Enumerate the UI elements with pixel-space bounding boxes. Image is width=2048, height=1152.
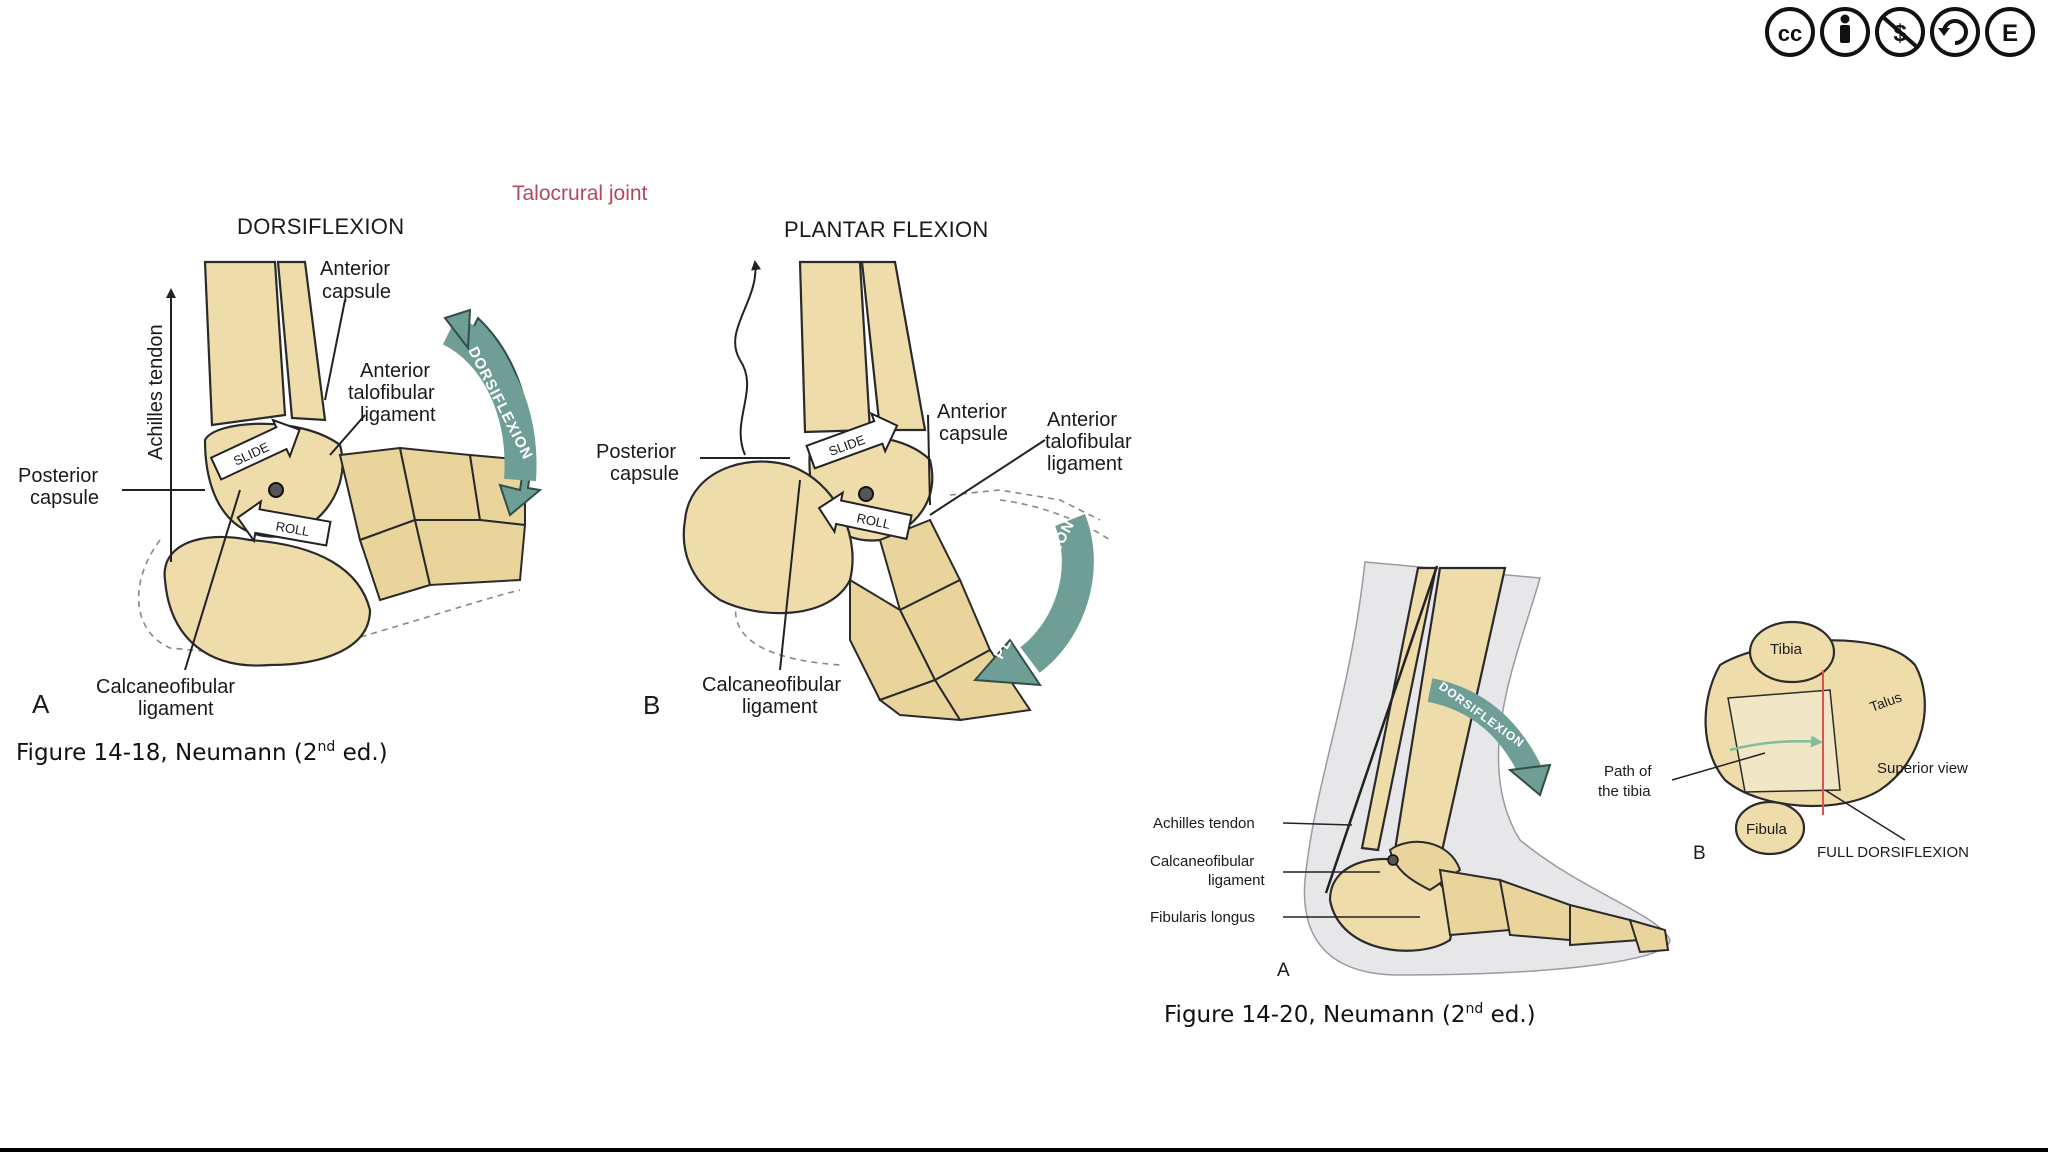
joint-title: Talocrural joint [512, 182, 648, 205]
nc-icon: $ [1875, 7, 1925, 57]
dorsiflexion-arrowhead-c [1507, 763, 1552, 797]
panel-a-title: DORSIFLEXION [237, 214, 404, 239]
tibia-bone-b [798, 260, 872, 434]
phalanx-bone-c [1628, 918, 1670, 954]
fig20-panel-b: Tibia Talus Fibula Superior view Path of… [1598, 620, 1969, 864]
e-icon: E [1985, 7, 2035, 57]
fibula-bone [276, 260, 327, 422]
panel-a-dorsiflexion: DORSIFLEXION SLIDE ROLL DOR [18, 214, 543, 720]
skin-outline [137, 539, 521, 661]
post-capsule-label-b1: Posterior [596, 441, 676, 463]
cfl-label-c2: ligament [1208, 872, 1266, 889]
fib-longus-label-c: Fibularis longus [1150, 909, 1255, 926]
metatarsal-bone-b2 [877, 678, 962, 722]
tibia-bone-d [1748, 620, 1836, 684]
full-df-label: FULL DORSIFLEXION [1817, 844, 1969, 861]
plantarflexion-band [1019, 514, 1094, 673]
panel-b-title: PLANTAR FLEXION [784, 217, 989, 242]
tibia-label-d: Tibia [1770, 641, 1803, 658]
cfl-leader-b [779, 479, 801, 671]
atfl-label-b1: Anterior [1047, 409, 1117, 431]
dorsiflexion-band-c [1427, 678, 1541, 776]
atfl-label-b2: talofibular [1045, 431, 1132, 453]
cfl-label-b2: ligament [742, 696, 818, 718]
achilles-line-c [1324, 565, 1439, 894]
figure-14-18-caption: Figure 14-18, Neumann (2nd ed.) [16, 739, 388, 766]
svg-text:E: E [2002, 20, 2018, 47]
license-badges: cc $ E [1765, 7, 2035, 57]
path-label-1: Path of [1604, 763, 1652, 780]
ant-capsule-leader-b [927, 414, 931, 506]
atfl-label-2: talofibular [348, 382, 435, 404]
fibula-label-d: Fibula [1746, 821, 1788, 838]
path-label-2: the tibia [1598, 783, 1651, 800]
sa-icon [1930, 7, 1980, 57]
path-leader [1671, 752, 1766, 781]
joint-axis-b [858, 486, 874, 502]
by-icon [1820, 7, 1870, 57]
joint-axis [268, 482, 284, 498]
achilles-label-c: Achilles tendon [1153, 815, 1255, 832]
cuneiform-bone [398, 446, 482, 521]
fig20-panel-a: DORSIFLEXION Achilles tendon Calcaneofib… [1150, 561, 1671, 981]
atfl-label-1: Anterior [360, 360, 430, 382]
fig20-panel-b-letter: B [1693, 843, 1706, 864]
post-capsule-label-1: Posterior [18, 465, 98, 487]
metatarsal-bone-2 [413, 519, 527, 587]
post-capsule-label-b2: capsule [610, 463, 679, 485]
ant-capsule-leader [324, 299, 346, 401]
ant-capsule-label-b2: capsule [939, 423, 1008, 445]
panel-b-plantarflexion: PLANTAR FLEXION SLIDE ROLL PLANTAR FLEXI… [596, 217, 1132, 722]
cfl-label-1: Calcaneofibular [96, 676, 235, 698]
atfl-label-3: ligament [360, 404, 436, 426]
svg-text:ROLL: ROLL [855, 510, 891, 532]
ant-capsule-label-1: Anterior [320, 258, 390, 280]
path-of-tibia-arrow [1729, 735, 1823, 752]
ant-capsule-label-b1: Anterior [937, 401, 1007, 423]
tibia-bone [203, 260, 287, 427]
atfl-leader-b [929, 439, 1046, 516]
roll-arrow: ROLL [236, 499, 332, 547]
calcaneus-bone-b [682, 460, 854, 615]
post-capsule-label-2: capsule [30, 487, 99, 509]
calcaneus-bone [163, 535, 372, 667]
atfl-leader [329, 414, 366, 456]
figure-14-20-caption: Figure 14-20, Neumann (2nd ed.) [1164, 1001, 1536, 1028]
roll-arrow-b: ROLL [817, 490, 913, 541]
fibula-bone-d [1734, 800, 1806, 856]
fibula-bone-c [1360, 566, 1438, 852]
cfl-label-b1: Calcaneofibular [702, 674, 841, 696]
joint-axis-c [1387, 854, 1399, 866]
cfl-leader [184, 489, 241, 671]
cfl-label-2: ligament [138, 698, 214, 720]
achilles-wavy-b [734, 260, 761, 456]
bottom-bar [0, 1148, 2048, 1152]
atfl-label-b3: ligament [1047, 453, 1123, 475]
foot-outline-b [949, 489, 1101, 521]
panel-a-letter: A [32, 689, 50, 719]
superior-view-label: Superior view [1877, 760, 1968, 777]
cc-icon: cc [1765, 7, 1815, 57]
svg-text:ROLL: ROLL [275, 519, 311, 540]
dorsiflexion-arrowhead [443, 308, 472, 351]
achilles-leader-c [1282, 822, 1353, 826]
svg-text:cc: cc [1778, 21, 1802, 46]
ant-capsule-label-2: capsule [322, 281, 391, 303]
achilles-label: Achilles tendon [145, 324, 167, 460]
cfl-label-c1: Calcaneofibular [1150, 853, 1254, 870]
plantarflexion-arrowhead [972, 638, 1042, 687]
panel-b-letter: B [643, 690, 660, 720]
skin-outline-b [734, 499, 1111, 666]
full-df-leader [1824, 789, 1906, 841]
fibula-bone-b [860, 260, 927, 432]
fig20-panel-a-letter: A [1277, 960, 1290, 981]
